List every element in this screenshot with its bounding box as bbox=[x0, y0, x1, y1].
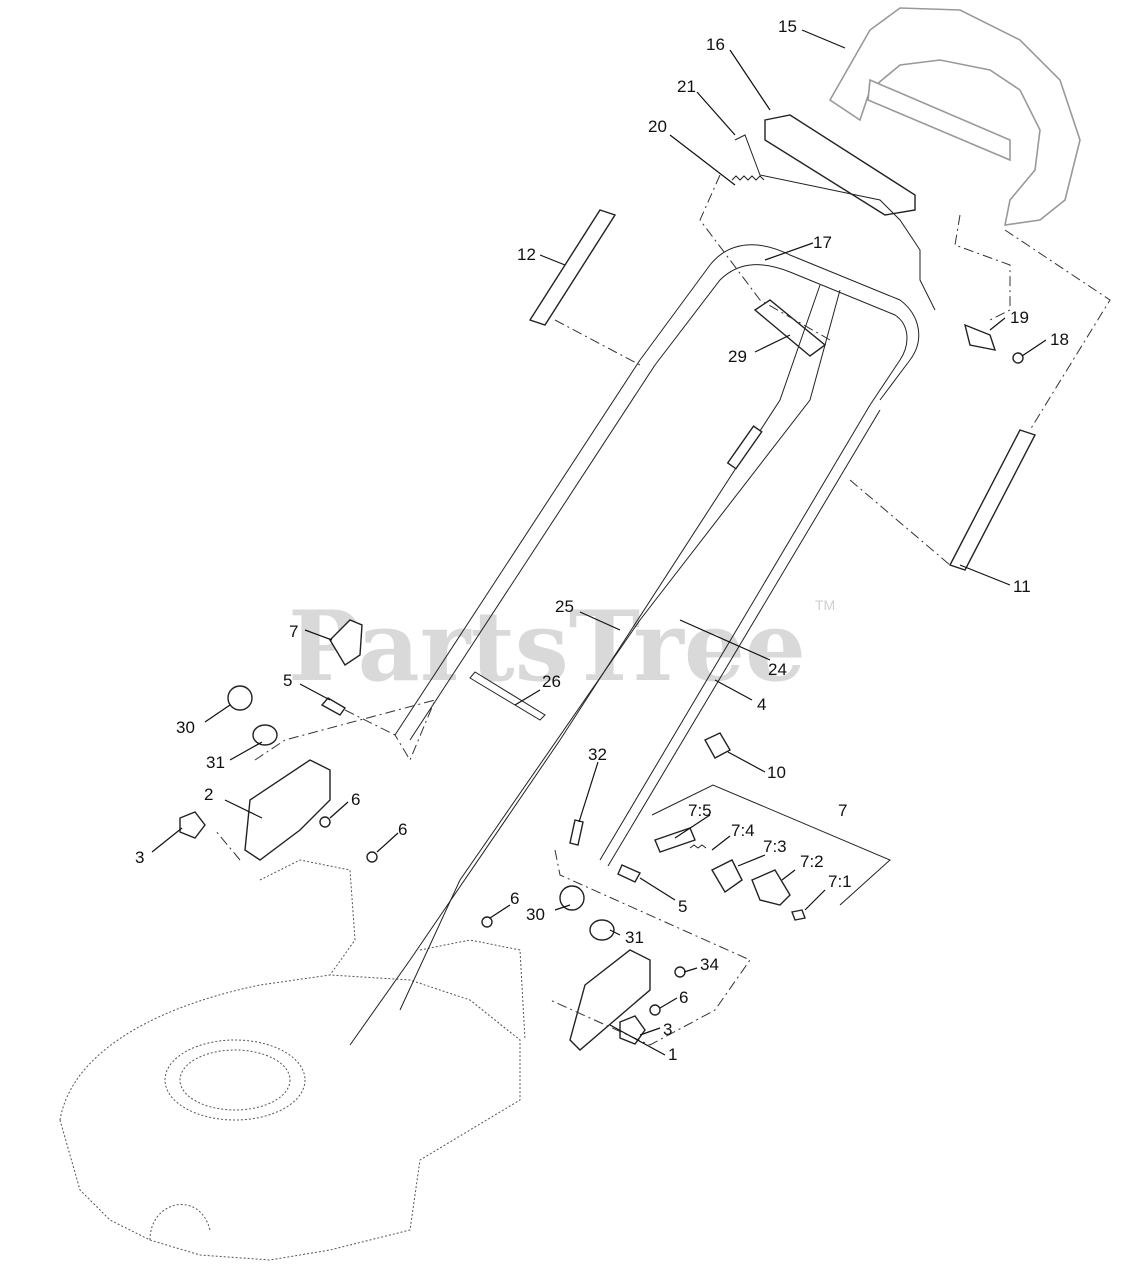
spacer-right bbox=[589, 919, 615, 941]
bail-rod bbox=[734, 134, 936, 311]
callout-10: 10 bbox=[767, 763, 786, 782]
cable-clip bbox=[704, 732, 731, 759]
spacer-left bbox=[252, 724, 278, 746]
callout-29: 29 bbox=[728, 347, 747, 366]
callout-7-1: 7:1 bbox=[828, 872, 852, 891]
callout-6-right-b: 6 bbox=[679, 988, 688, 1007]
handle-grip bbox=[828, 7, 1081, 226]
mower-deck bbox=[59, 859, 526, 1261]
callout-7-5: 7:5 bbox=[688, 801, 712, 820]
callout-30-right: 30 bbox=[526, 905, 545, 924]
callout-26: 26 bbox=[542, 672, 561, 691]
callout-7-left: 7 bbox=[289, 622, 298, 641]
callout-6-left-b: 6 bbox=[398, 820, 407, 839]
knob-left bbox=[179, 811, 206, 839]
washer bbox=[1012, 352, 1024, 364]
upper-handle bbox=[394, 244, 920, 867]
callout-2: 2 bbox=[204, 785, 213, 804]
callout-6-left-a: 6 bbox=[351, 790, 360, 809]
leader-lines bbox=[151, 29, 1047, 1056]
callout-16: 16 bbox=[706, 35, 725, 54]
callout-24: 24 bbox=[768, 660, 787, 679]
nut-left-a bbox=[319, 816, 331, 828]
pivot-bushing bbox=[963, 323, 997, 351]
callout-31-left: 31 bbox=[206, 753, 225, 772]
wheel-cap-left bbox=[227, 685, 253, 711]
callout-34: 34 bbox=[700, 955, 719, 974]
callout-11: 11 bbox=[1013, 577, 1031, 596]
callout-32: 32 bbox=[588, 745, 607, 764]
callout-7-4: 7:4 bbox=[731, 821, 755, 840]
callout-6-right-a: 6 bbox=[510, 889, 519, 908]
callout-20: 20 bbox=[648, 117, 667, 136]
callout-18: 18 bbox=[1050, 330, 1069, 349]
control-cables bbox=[349, 284, 841, 1046]
callout-30-left: 30 bbox=[176, 718, 195, 737]
callout-31-right: 31 bbox=[625, 928, 644, 947]
handle-cover-left bbox=[528, 209, 617, 326]
height-bracket-right bbox=[569, 949, 651, 1051]
washer-34 bbox=[674, 966, 686, 978]
nut-left-b bbox=[366, 851, 378, 863]
cable-tie bbox=[469, 671, 546, 721]
bolt-right bbox=[617, 864, 641, 883]
callout-1: 1 bbox=[668, 1045, 677, 1064]
spring bbox=[731, 175, 765, 181]
height-lever-left bbox=[329, 619, 363, 666]
callout-7-2: 7:2 bbox=[800, 852, 824, 871]
callout-5-left: 5 bbox=[283, 671, 292, 690]
watermark-tm: TM bbox=[815, 597, 835, 613]
callout-4: 4 bbox=[757, 695, 766, 714]
callout-3-left: 3 bbox=[135, 848, 144, 867]
knob-right bbox=[619, 1015, 646, 1045]
callout-15: 15 bbox=[778, 17, 797, 36]
nut-right-b bbox=[649, 1004, 661, 1016]
bail-plate bbox=[764, 114, 916, 216]
handle-tube bbox=[753, 299, 827, 357]
wheel-cap-right bbox=[559, 885, 585, 911]
callout-25: 25 bbox=[555, 597, 574, 616]
watermark-text: PartsTree bbox=[288, 590, 806, 703]
bolt-left bbox=[320, 697, 347, 716]
callout-labels: 15 16 21 20 17 19 18 12 29 11 25 24 4 7 … bbox=[135, 17, 1069, 1064]
height-bracket-left bbox=[244, 759, 331, 861]
callout-17: 17 bbox=[813, 233, 832, 252]
callout-5-right: 5 bbox=[678, 897, 687, 916]
callout-21: 21 bbox=[677, 77, 696, 96]
callout-12: 12 bbox=[517, 245, 536, 264]
callout-3-right: 3 bbox=[663, 1020, 672, 1039]
callout-19: 19 bbox=[1010, 308, 1029, 327]
clip-32 bbox=[569, 819, 584, 846]
nut-right-a bbox=[481, 916, 493, 928]
handle-cover-right bbox=[949, 429, 1036, 571]
lever-kit bbox=[651, 784, 891, 921]
callout-7-3: 7:3 bbox=[763, 837, 787, 856]
callout-7-right: 7 bbox=[838, 801, 847, 820]
